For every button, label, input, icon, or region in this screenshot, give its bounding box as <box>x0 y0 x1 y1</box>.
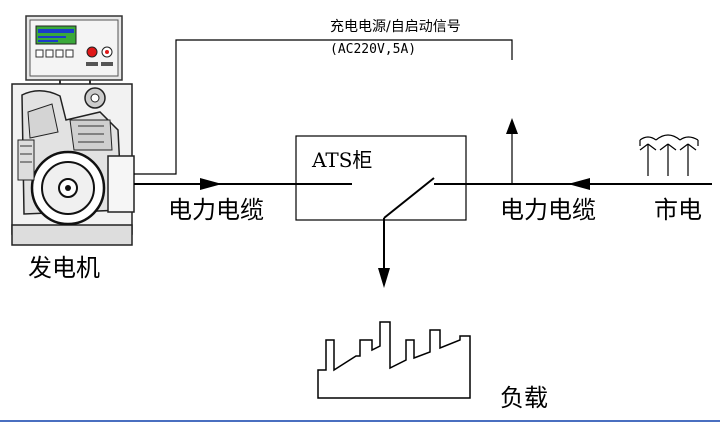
factory-icon <box>317 321 471 399</box>
signal-label-line1: 充电电源/自启动信号 <box>330 19 461 35</box>
ats-label: ATS柜 <box>311 148 372 172</box>
power-tower-icon <box>632 134 712 185</box>
load-feed-arrow <box>378 268 390 288</box>
utility-label: 市电 <box>654 196 702 224</box>
generator-icon <box>11 15 135 246</box>
cable-left-label: 电力电缆 <box>168 196 264 224</box>
signal-line-top <box>134 39 513 175</box>
signal-label-line2: (AC220V,5A) <box>330 42 416 57</box>
load-label: 负载 <box>500 384 548 412</box>
ats-cabinet <box>295 135 467 221</box>
cable-left-arrow <box>200 178 222 190</box>
ats-switch-blade <box>383 177 435 219</box>
cable-right-arrow <box>568 178 590 190</box>
signal-up-arrow <box>506 118 518 134</box>
cable-right-label: 电力电缆 <box>500 196 596 224</box>
generator-label: 发电机 <box>28 254 100 282</box>
